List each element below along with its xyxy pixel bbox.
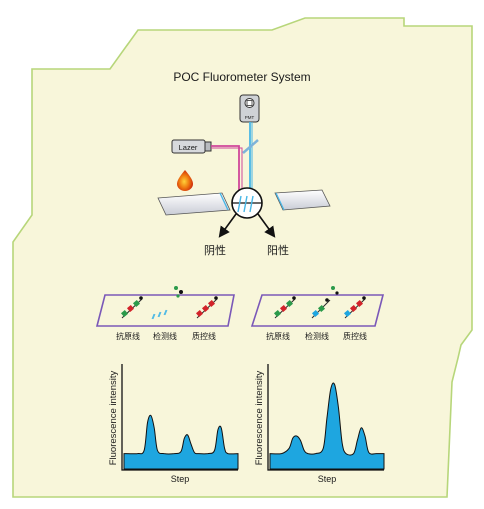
test-strip [157, 189, 331, 216]
control-line-complexes [343, 296, 366, 319]
chart-axes [267, 364, 384, 471]
negative-label: 阴性 [204, 243, 226, 257]
test-line-antibodies [151, 309, 168, 320]
free-conjugates [174, 286, 183, 298]
antigen-line-label: 抗原线 [266, 331, 290, 341]
dichroic-mirror [242, 139, 259, 154]
test-line-label: 检测线 [153, 331, 177, 341]
sample-drop-icon [177, 170, 193, 191]
background-panel [12, 17, 473, 498]
chart-axes [121, 364, 238, 471]
chart-negative: Fluorescence intensity Step [108, 364, 239, 484]
test-line-label: 检测线 [305, 331, 329, 341]
test-line-complexes [311, 286, 339, 319]
chart-xlabel: Step [318, 474, 337, 484]
pmt-detector: PMT [239, 94, 260, 123]
fluorescence-curve [123, 414, 239, 470]
reading-window [231, 187, 263, 219]
strip-card-positive [250, 286, 385, 327]
strip-labels-left: 抗原线 检测线 质控线 [116, 331, 216, 341]
chart-xlabel: Step [171, 474, 190, 484]
strip-labels-right: 抗原线 检测线 质控线 [266, 331, 367, 341]
fluorescence-curve [269, 382, 385, 470]
diagram-title: POC Fluorometer System [173, 70, 310, 84]
laser-label: Lazer [179, 143, 198, 152]
control-line-label: 质控线 [192, 331, 216, 341]
control-line-complexes [195, 296, 218, 319]
antigen-line-complexes [120, 296, 143, 319]
control-line-label: 质控线 [343, 331, 367, 341]
chart-positive: Fluorescence intensity Step [254, 364, 385, 484]
chart-ylabel: Fluorescence intensity [108, 370, 119, 465]
laser-device: Lazer [171, 139, 212, 154]
antigen-line-complexes [273, 296, 296, 319]
pmt-label: PMT [245, 115, 255, 120]
chart-ylabel: Fluorescence intensity [254, 370, 265, 465]
positive-arrow [257, 213, 276, 238]
positive-label: 阳性 [267, 243, 289, 257]
antigen-line-label: 抗原线 [116, 331, 140, 341]
negative-arrow [218, 213, 237, 238]
strip-card-negative [95, 286, 235, 327]
